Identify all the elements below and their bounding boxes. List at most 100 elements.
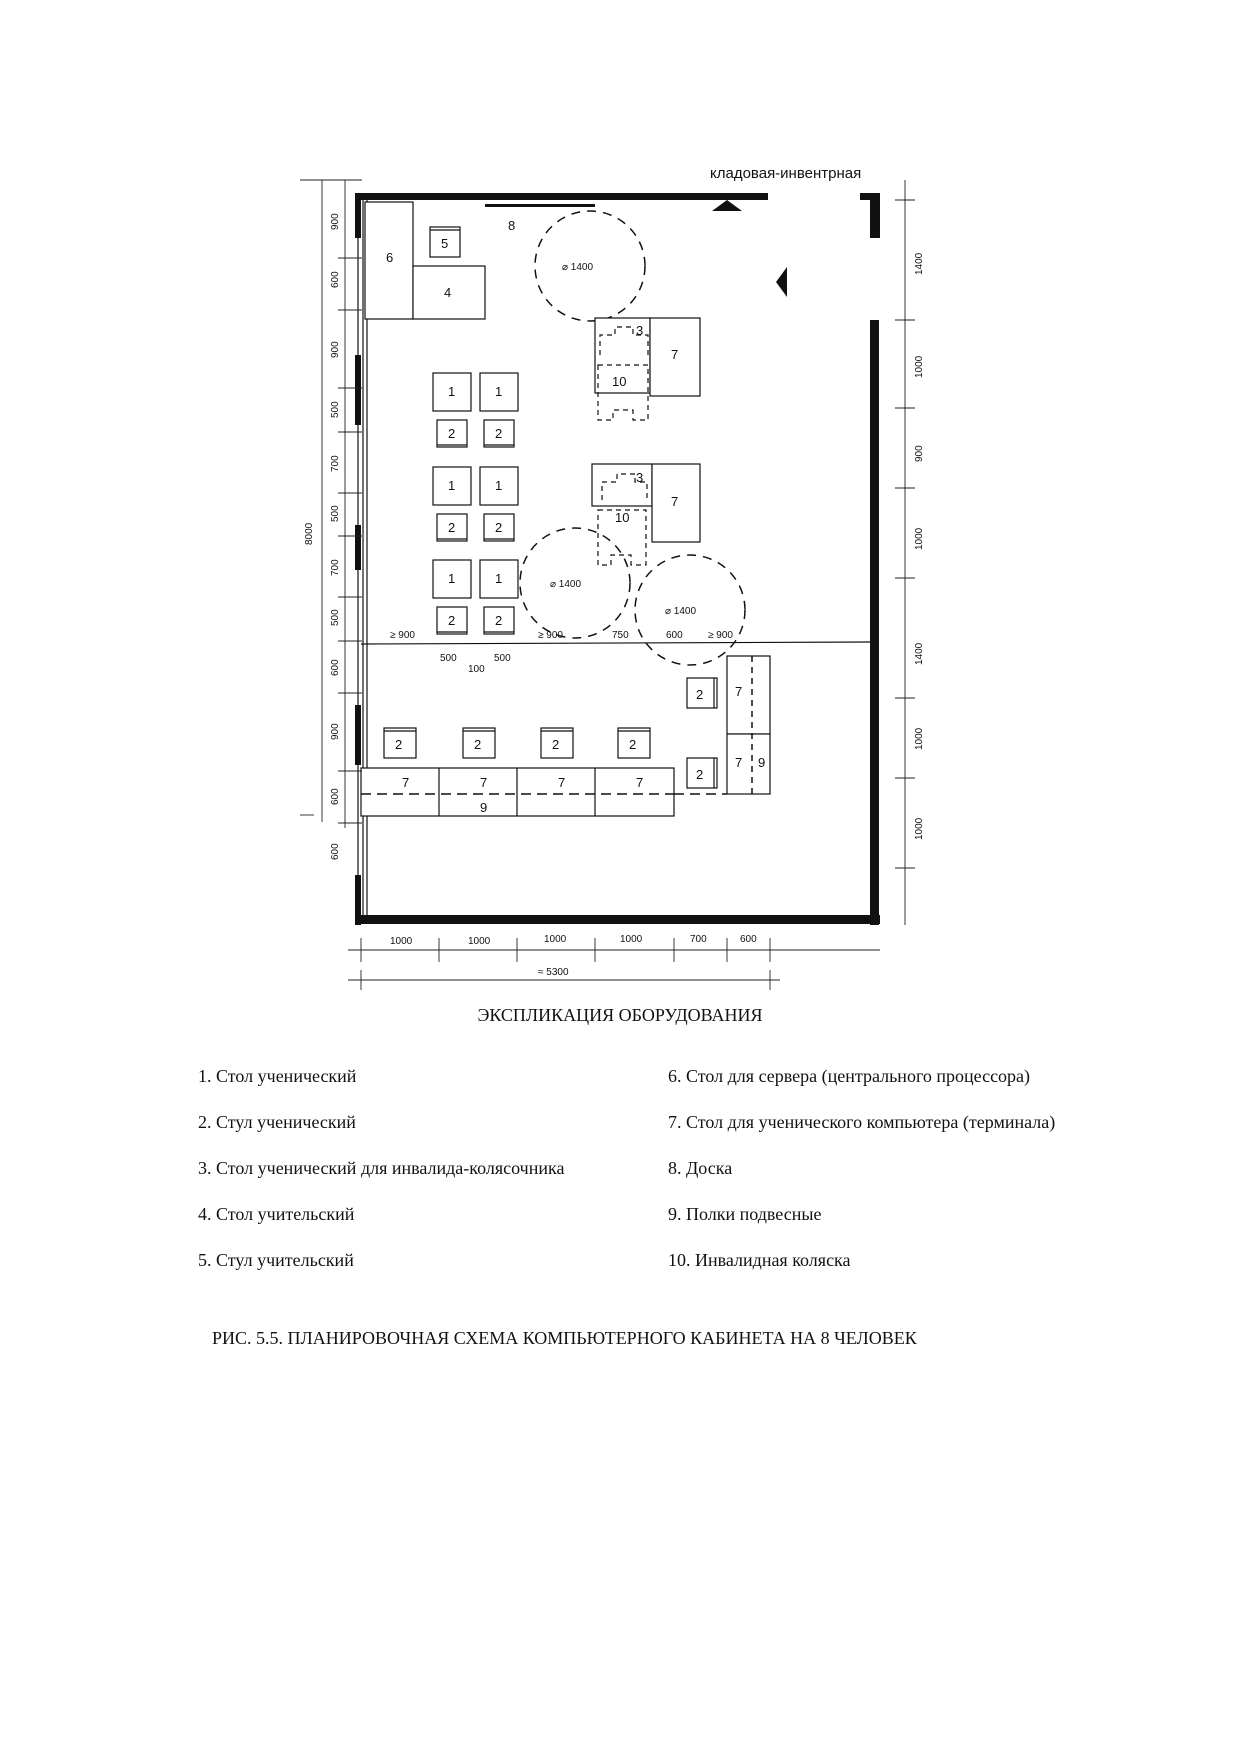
svg-text:7: 7: [735, 684, 742, 699]
svg-text:≥ 900: ≥ 900: [538, 630, 563, 641]
svg-text:500: 500: [440, 653, 457, 664]
svg-text:6: 6: [386, 250, 393, 265]
legend-item: 1. Стол ученический: [198, 1066, 357, 1086]
legend-item: 3. Стол ученический для инвалида-колясоч…: [198, 1158, 565, 1178]
server-table: [364, 201, 414, 320]
legend-right-column: 6. Стол для сервера (центрального процес…: [668, 1065, 1055, 1295]
teacher-table: [412, 265, 486, 320]
svg-text:600: 600: [330, 788, 341, 805]
svg-text:9: 9: [480, 800, 487, 815]
svg-text:600: 600: [666, 630, 683, 641]
door-jamb: [870, 193, 880, 238]
svg-text:1: 1: [495, 384, 502, 399]
svg-text:700: 700: [330, 559, 341, 576]
svg-text:750: 750: [612, 630, 629, 641]
teacher-zone: 6 4 5 8: [364, 201, 515, 320]
right-wall: [870, 320, 879, 925]
svg-text:7: 7: [735, 755, 742, 770]
svg-text:700: 700: [690, 934, 707, 945]
svg-text:1400: 1400: [914, 252, 925, 275]
board: [485, 204, 595, 207]
svg-text:2: 2: [629, 737, 636, 752]
explication-heading: ЭКСПЛИКАЦИЯ ОБОРУДОВАНИЯ: [477, 1005, 763, 1025]
svg-text:7: 7: [671, 494, 678, 509]
svg-text:2: 2: [495, 426, 502, 441]
turning-circles: ⌀ 1400 ⌀ 1400 ⌀ 1400: [519, 210, 746, 666]
svg-text:4: 4: [444, 285, 451, 300]
svg-text:5: 5: [441, 236, 448, 251]
svg-text:2: 2: [552, 737, 559, 752]
svg-text:≥ 900: ≥ 900: [708, 630, 733, 641]
svg-text:8000: 8000: [304, 522, 315, 545]
svg-text:900: 900: [330, 723, 341, 740]
svg-text:500: 500: [330, 401, 341, 418]
svg-text:600: 600: [330, 659, 341, 676]
svg-text:900: 900: [330, 341, 341, 358]
storage-room-label: кладовая-инвентрная: [710, 165, 861, 182]
svg-text:9: 9: [758, 755, 765, 770]
teacher-chair: [429, 226, 461, 258]
svg-text:1: 1: [495, 478, 502, 493]
svg-text:≈ 5300: ≈ 5300: [538, 967, 569, 978]
svg-text:1000: 1000: [914, 355, 925, 378]
legend-item: 5. Стул учительский: [198, 1250, 354, 1270]
svg-text:1000: 1000: [914, 727, 925, 750]
svg-text:2: 2: [395, 737, 402, 752]
svg-text:1: 1: [495, 571, 502, 586]
classroom-floor-plan: кладовая-инвентрная 6 4 5 8 ⌀ 140: [300, 165, 925, 990]
svg-text:700: 700: [330, 455, 341, 472]
svg-text:2: 2: [448, 426, 455, 441]
svg-text:7: 7: [402, 775, 409, 790]
svg-text:500: 500: [330, 609, 341, 626]
svg-text:⌀ 1400: ⌀ 1400: [665, 606, 696, 617]
svg-text:7: 7: [636, 775, 643, 790]
bottom-wall: [355, 915, 880, 924]
legend-item: 9. Полки подвесные: [668, 1204, 822, 1224]
svg-text:3: 3: [636, 323, 643, 338]
svg-text:600: 600: [330, 843, 341, 860]
svg-text:2: 2: [474, 737, 481, 752]
svg-text:2: 2: [495, 520, 502, 535]
bottom-terminals: 2 2 2 2 7 7 7 7 9: [360, 727, 727, 817]
figure-caption: РИС. 5.5. ПЛАНИРОВОЧНАЯ СХЕМА КОМПЬЮТЕРН…: [212, 1328, 917, 1348]
svg-text:600: 600: [740, 934, 757, 945]
legend-item: 7. Стол для ученического компьютера (тер…: [668, 1112, 1056, 1132]
svg-text:2: 2: [696, 687, 703, 702]
svg-text:2: 2: [696, 767, 703, 782]
legend-left-column: 1. Стол ученический 2. Стул ученический …: [198, 1065, 564, 1295]
svg-text:⌀ 1400: ⌀ 1400: [562, 262, 593, 273]
svg-text:1: 1: [448, 571, 455, 586]
svg-text:1000: 1000: [468, 936, 491, 947]
svg-text:7: 7: [480, 775, 487, 790]
svg-text:10: 10: [612, 374, 626, 389]
svg-text:1000: 1000: [544, 934, 567, 945]
legend-item: 8. Доска: [668, 1158, 733, 1178]
svg-text:900: 900: [914, 445, 925, 462]
svg-text:≥ 900: ≥ 900: [390, 630, 415, 641]
student-desks: 1 1 2 2 1 1 2 2 1 1 2 2: [432, 372, 519, 635]
dimension-lines: 8000 900 600 900 500 700 500 700 500 600…: [300, 179, 925, 990]
legend-item: 4. Стол учительский: [198, 1204, 355, 1224]
right-terminals: 7 7 9 2 2: [686, 655, 771, 795]
svg-text:1000: 1000: [914, 527, 925, 550]
svg-text:2: 2: [448, 613, 455, 628]
legend-item: 6. Стол для сервера (центрального процес…: [668, 1066, 1031, 1086]
svg-text:600: 600: [330, 271, 341, 288]
svg-text:2: 2: [495, 613, 502, 628]
svg-text:1: 1: [448, 478, 455, 493]
svg-text:500: 500: [330, 505, 341, 522]
legend-item: 10. Инвалидная коляска: [668, 1250, 851, 1270]
svg-text:⌀ 1400: ⌀ 1400: [550, 579, 581, 590]
svg-text:10: 10: [615, 510, 629, 525]
entrance-arrow-icon: [712, 200, 742, 211]
legend-item: 2. Стул ученический: [198, 1112, 356, 1132]
accessible-workstations: 3 7 10 3 7 10: [591, 317, 701, 566]
svg-text:2: 2: [448, 520, 455, 535]
svg-text:1: 1: [448, 384, 455, 399]
svg-text:7: 7: [558, 775, 565, 790]
top-wall: [355, 193, 768, 200]
svg-text:900: 900: [330, 213, 341, 230]
svg-text:1000: 1000: [390, 936, 413, 947]
svg-text:1000: 1000: [914, 817, 925, 840]
svg-text:1000: 1000: [620, 934, 643, 945]
